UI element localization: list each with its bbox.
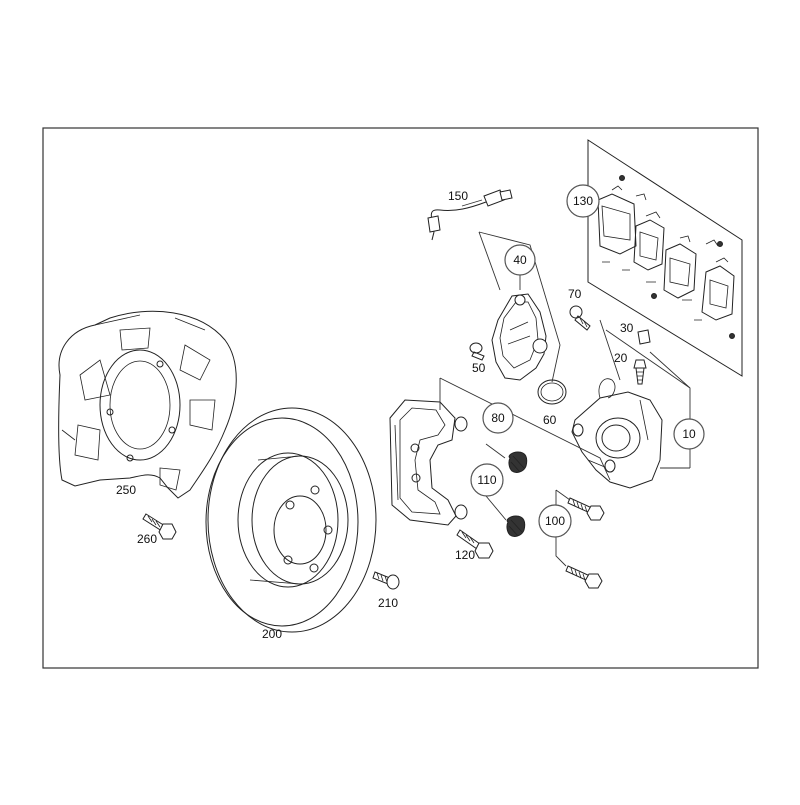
label-120: 120 [455, 548, 475, 562]
svg-text:130: 130 [573, 194, 593, 208]
screw-210-part [372, 571, 400, 590]
svg-text:110: 110 [477, 473, 496, 487]
caliper-carrier-part [389, 399, 468, 526]
svg-text:80: 80 [491, 411, 505, 425]
dust-cap-part [637, 329, 651, 345]
label-70: 70 [568, 287, 582, 301]
svg-text:100: 100 [545, 514, 565, 528]
guide-bushing-part [506, 451, 528, 537]
label-30: 30 [620, 321, 634, 335]
label-60: 60 [543, 413, 557, 427]
diagram-frame [42, 127, 759, 669]
bolt-120-part [456, 529, 494, 559]
bolt-100-part [565, 497, 605, 589]
brake-disc-part [205, 407, 377, 633]
label-200: 200 [262, 627, 282, 641]
label-210: 210 [378, 596, 398, 610]
callout-80: 80 [482, 402, 514, 434]
svg-text:40: 40 [513, 253, 527, 267]
callout-40: 40 [504, 244, 536, 276]
seal-ring-part [537, 379, 567, 405]
brake-actuator-part [491, 293, 548, 381]
label-20: 20 [614, 351, 628, 365]
bolt-50-part [469, 342, 485, 361]
wear-sensor-part [427, 189, 513, 241]
brake-pad-kit-part [587, 139, 743, 377]
label-260: 260 [137, 532, 157, 546]
callout-110: 110 [470, 463, 504, 497]
callout-100: 100 [538, 504, 572, 538]
caliper-housing-part [571, 378, 663, 489]
bolt-260-part [142, 513, 177, 540]
label-250: 250 [116, 483, 136, 497]
label-150: 150 [448, 189, 468, 203]
callout-10: 10 [673, 418, 705, 450]
dust-shield-part [58, 310, 237, 499]
label-50: 50 [472, 361, 486, 375]
bolt-70-part [569, 305, 591, 331]
bleed-screw-part [633, 359, 647, 385]
callout-130: 130 [566, 184, 600, 218]
svg-text:10: 10 [682, 427, 696, 441]
